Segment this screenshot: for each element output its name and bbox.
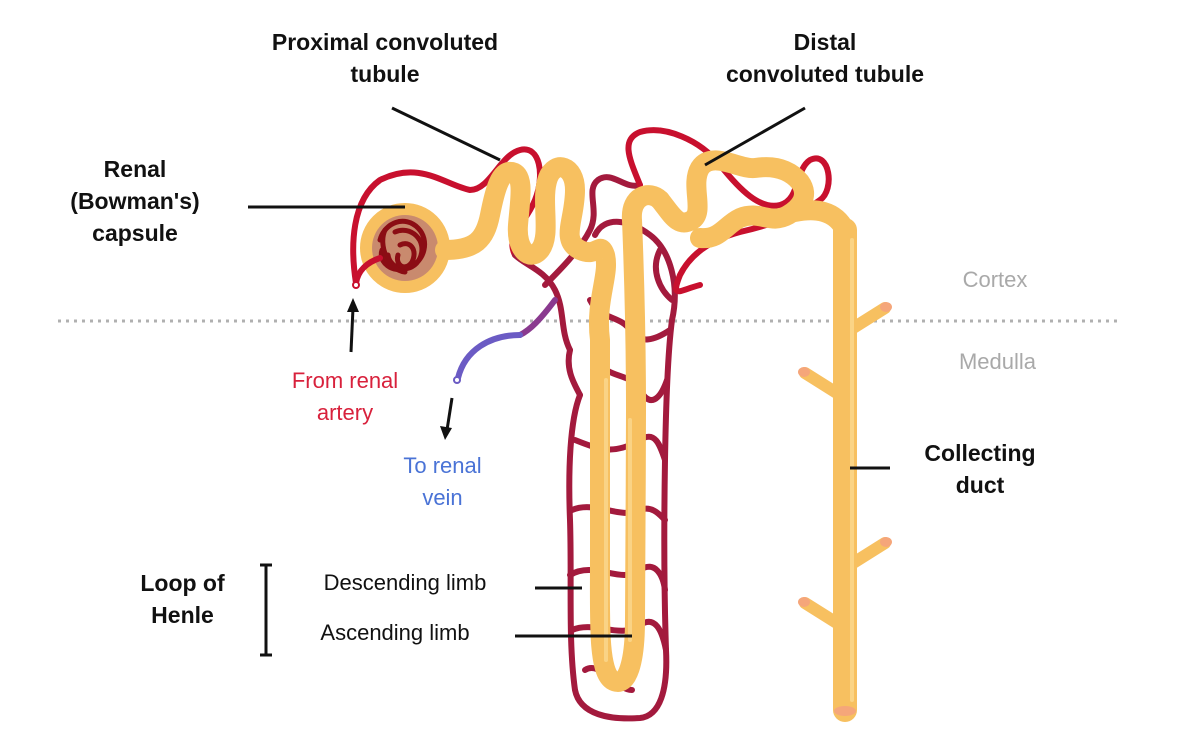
renal-tubule bbox=[360, 150, 891, 722]
capsule-label-line3: capsule bbox=[92, 220, 178, 246]
cortex-label: Cortex bbox=[962, 267, 1028, 292]
distal-label-line1: Distal bbox=[793, 29, 857, 55]
leader-lines bbox=[248, 106, 890, 657]
collecting-duct-tips bbox=[798, 302, 892, 716]
ascending-limb-label: Ascending limb bbox=[320, 620, 470, 645]
descending-limb-label: Descending limb bbox=[323, 570, 487, 595]
from-artery-label: From renal artery bbox=[265, 365, 425, 429]
capsule-label-line2: (Bowman's) bbox=[70, 188, 200, 214]
artery-label-line1: From renal bbox=[291, 368, 399, 393]
vein-arrow bbox=[445, 397, 454, 431]
flow-arrows bbox=[347, 298, 454, 440]
proximal-tubule-path bbox=[435, 157, 616, 370]
loop-label-line1: Loop of bbox=[140, 570, 225, 596]
loop-of-henle-path bbox=[589, 185, 670, 692]
proximal-tubule-label: Proximal convoluted tubule bbox=[245, 26, 525, 90]
medulla-label: Medulla bbox=[958, 349, 1037, 374]
capsule-label-line1: Renal bbox=[103, 156, 167, 182]
collecting-label-line2: duct bbox=[955, 472, 1005, 498]
to-vein-label: To renal vein bbox=[370, 450, 515, 514]
loop-label-line2: Henle bbox=[151, 602, 214, 628]
artery-arrow bbox=[349, 307, 355, 353]
glomerulus bbox=[377, 218, 428, 275]
distal-tubule-path bbox=[650, 150, 815, 249]
vein-label-line1: To renal bbox=[403, 453, 482, 478]
vein-label-line2: vein bbox=[422, 485, 463, 510]
collecting-duct-label: Collecting duct bbox=[900, 437, 1060, 501]
leader-proximal bbox=[391, 106, 501, 162]
proximal-label-line1: Proximal convoluted bbox=[271, 29, 499, 55]
loop-of-henle-label: Loop of Henle bbox=[120, 567, 245, 631]
artery-label-line2: artery bbox=[316, 400, 374, 425]
distal-tubule-label: Distal convoluted tubule bbox=[700, 26, 950, 90]
proximal-label-line2: tubule bbox=[350, 61, 420, 87]
leader-distal bbox=[704, 106, 806, 167]
collecting-label-line1: Collecting bbox=[924, 440, 1036, 466]
capsule-label: Renal (Bowman's) capsule bbox=[45, 153, 225, 249]
distal-label-line2: convoluted tubule bbox=[725, 61, 925, 87]
